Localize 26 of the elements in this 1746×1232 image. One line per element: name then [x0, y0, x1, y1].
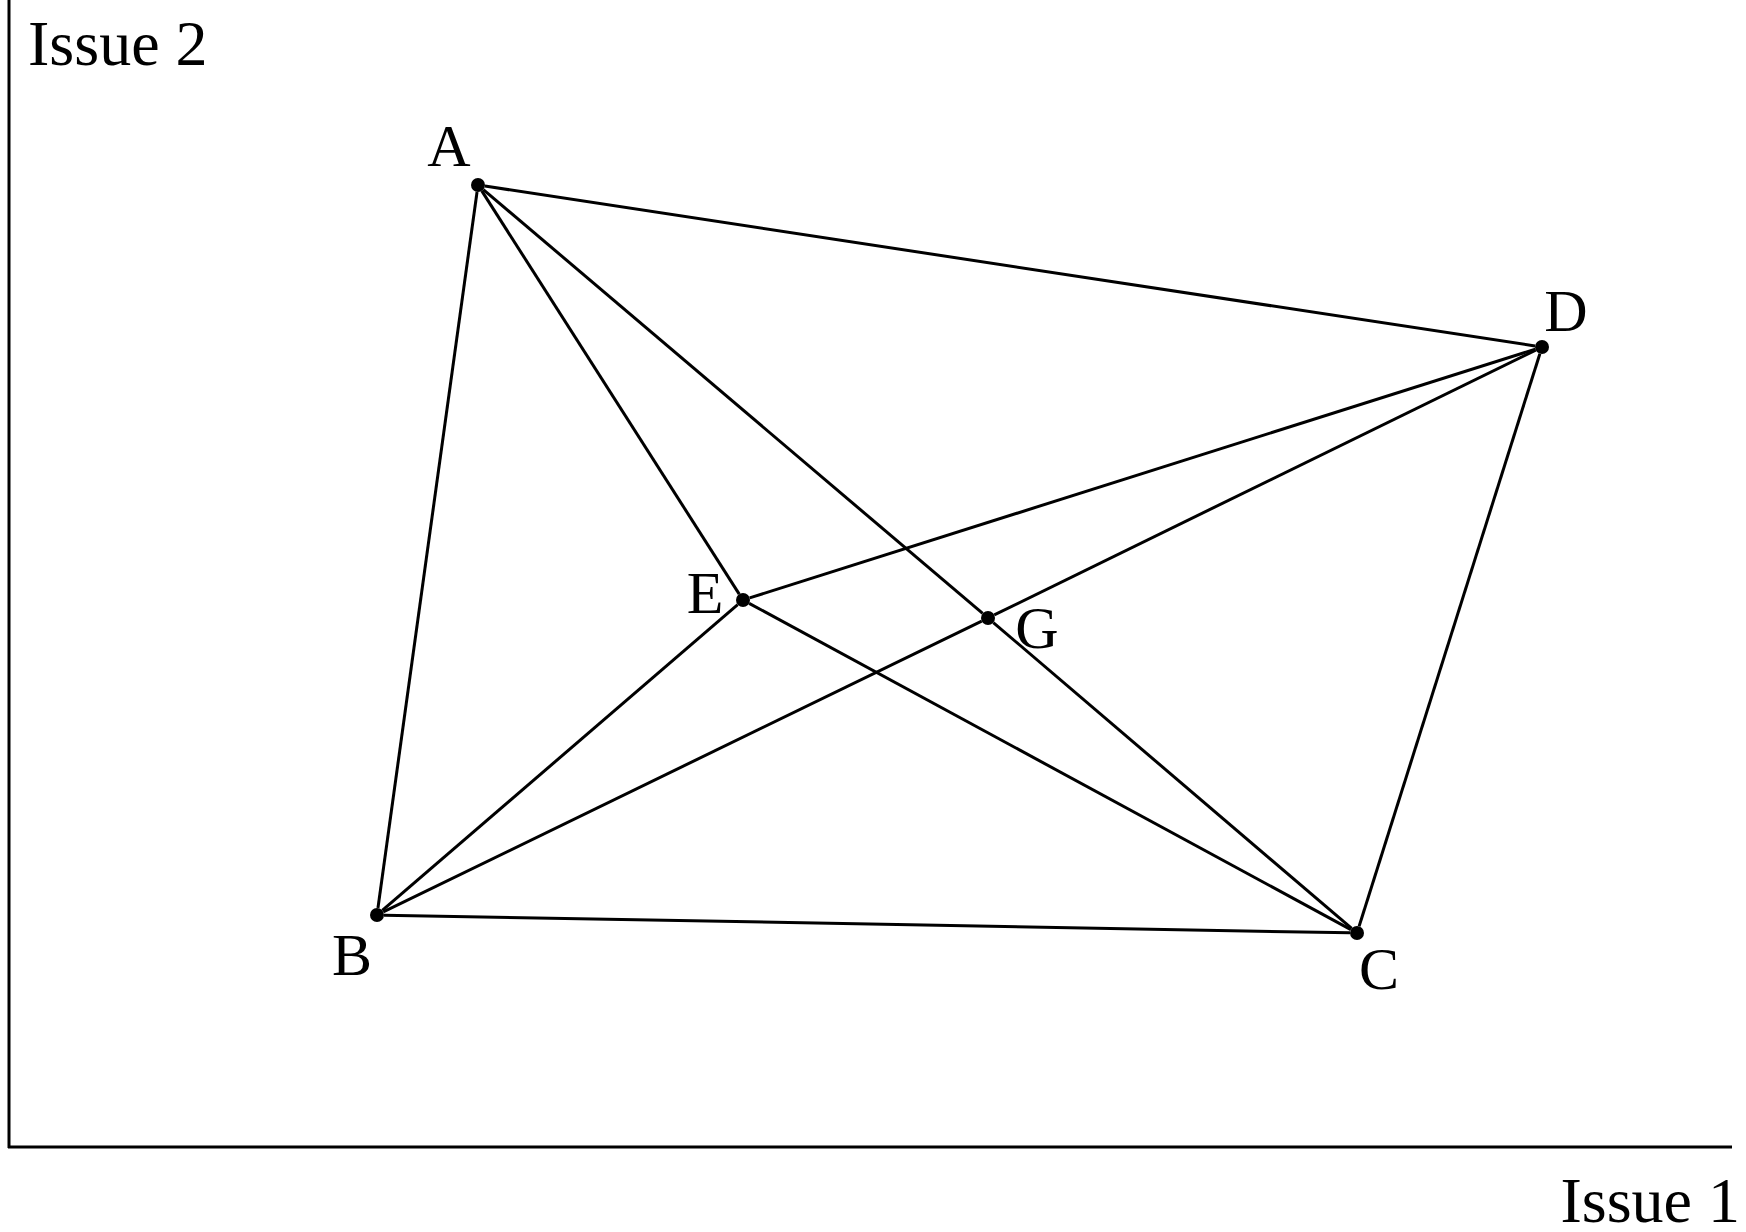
connector-line [383, 913, 1351, 935]
point-label: E [686, 563, 724, 623]
point-marker [736, 593, 750, 607]
connector-line [484, 184, 1536, 348]
point-label: B [332, 925, 372, 985]
axis-title: Issue 1 [1560, 1169, 1740, 1232]
axis-title: Issue 2 [28, 12, 208, 76]
connector-line [382, 619, 983, 914]
connector-line [480, 190, 741, 595]
point-marker [981, 611, 995, 625]
point-label: D [1544, 281, 1588, 341]
connector-line [376, 191, 479, 909]
connector-line [992, 621, 1353, 930]
point-marker [370, 908, 384, 922]
connector-line [1357, 353, 1542, 927]
point-label: G [1015, 598, 1059, 658]
point-label: A [427, 116, 471, 176]
connector-line [482, 188, 984, 615]
point-marker [1350, 926, 1364, 940]
connector-line [749, 347, 1536, 600]
connector-line [993, 348, 1537, 617]
point-label: C [1359, 939, 1399, 999]
connector-line [748, 602, 1352, 931]
point-marker [1535, 340, 1549, 354]
connector-line [381, 603, 739, 912]
point-marker [471, 178, 485, 192]
